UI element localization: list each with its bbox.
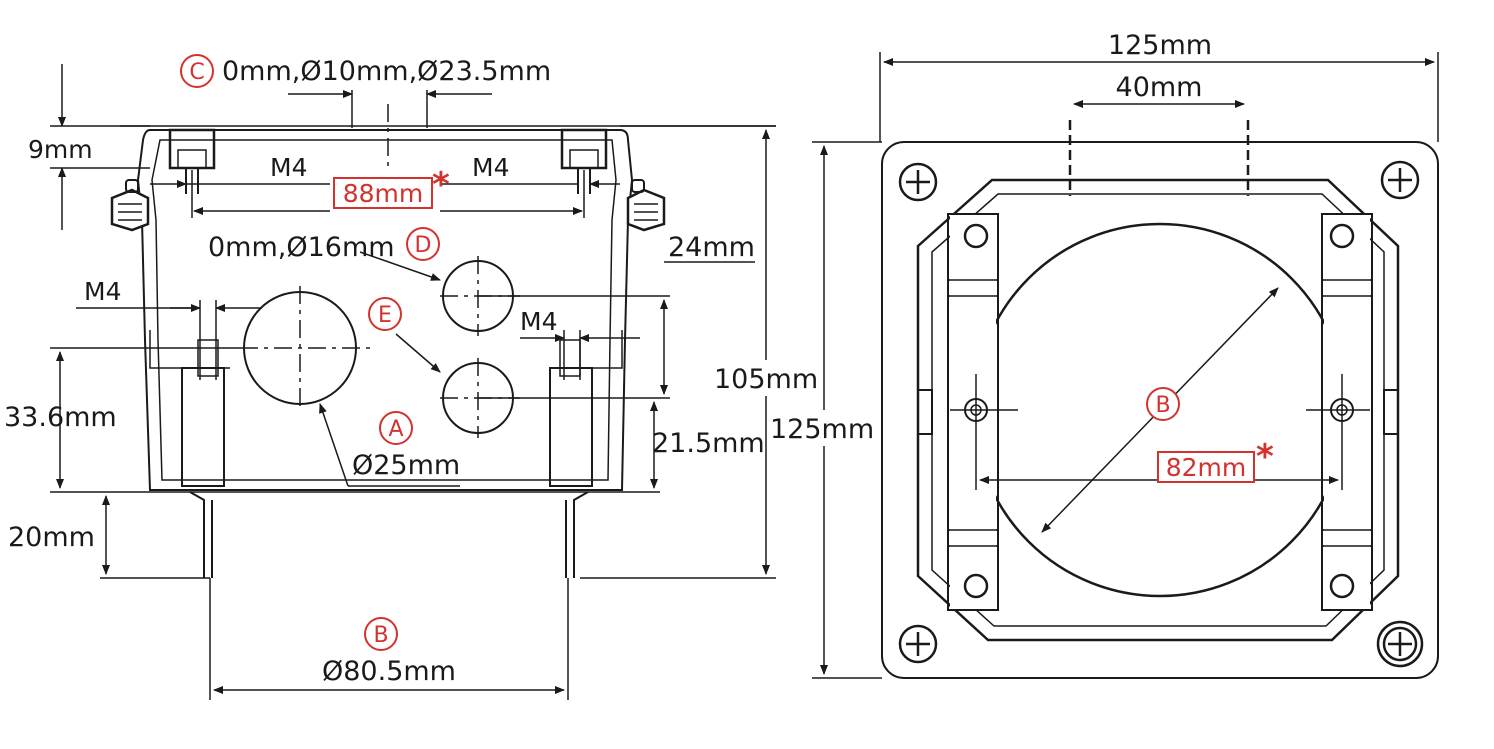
corner-screw-br	[1376, 620, 1424, 668]
top-boss-right	[560, 128, 608, 170]
callout-e-letter: E	[378, 303, 392, 328]
dim-20mm: 20mm	[8, 522, 95, 553]
dim-88mm: 88mm	[343, 179, 424, 208]
label-m4-side-left: M4	[84, 277, 121, 306]
dim-125mm-width: 125mm	[1108, 30, 1212, 61]
dim-21-5mm: 21.5mm	[652, 428, 765, 459]
spigot-left-wall	[189, 491, 213, 578]
clip-left	[110, 188, 150, 232]
dim-24mm: 24mm	[668, 232, 755, 263]
clip-right	[626, 188, 666, 232]
box-body-outline	[136, 129, 634, 491]
label-m4-top-right: M4	[472, 153, 509, 182]
rail-hole-tl	[963, 223, 989, 249]
callout-b-circle	[364, 617, 398, 651]
label-m4-side-right: M4	[520, 307, 557, 336]
star-88mm: *	[432, 165, 450, 205]
star-82mm: *	[1256, 437, 1274, 477]
box-body-inner	[151, 139, 617, 481]
dim-9mm: 9mm	[28, 135, 93, 164]
callout-d-text: 0mm,Ø16mm	[208, 232, 395, 263]
callout-b-top-letter: B	[1155, 393, 1170, 418]
spigot-right-wall	[565, 491, 589, 578]
dim-88mm-box	[333, 177, 433, 209]
top-view-labels: 125mm 40mm 125mm B 82mm *	[770, 30, 1274, 483]
side-view-labels: C 0mm,Ø10mm,Ø23.5mm 9mm M4 M4 88mm * 0mm…	[4, 54, 818, 687]
corner-screw-tl	[898, 162, 938, 202]
callout-c-text: 0mm,Ø10mm,Ø23.5mm	[222, 56, 551, 87]
dim-40mm: 40mm	[1116, 72, 1203, 103]
body-octagon-outer	[916, 178, 1400, 642]
rail-left-redraw	[947, 213, 999, 611]
rail-hole-br	[1329, 573, 1355, 599]
dim-25mm: Ø25mm	[352, 450, 460, 481]
callout-b-letter: B	[373, 623, 388, 648]
dim-33-6mm: 33.6mm	[4, 402, 117, 433]
dim-80-5mm: Ø80.5mm	[322, 656, 456, 687]
callout-c-circle	[180, 54, 214, 88]
top-view	[812, 52, 1439, 679]
callout-c-letter: C	[189, 60, 204, 85]
callout-a-letter: A	[388, 417, 403, 442]
dim-105mm: 105mm	[714, 364, 818, 395]
rail-hole-bl	[963, 573, 989, 599]
rail-hole-tr	[1329, 223, 1355, 249]
mount-post-left	[181, 367, 225, 487]
flange-outline	[881, 141, 1439, 679]
mount-post-right	[549, 367, 593, 487]
callout-d-circle	[406, 227, 440, 261]
dim-125mm-height: 125mm	[770, 414, 874, 445]
side-view	[50, 64, 776, 700]
dim-82mm: 82mm	[1166, 453, 1247, 482]
rail-right-redraw	[1321, 213, 1373, 611]
dim-82mm-box	[1157, 451, 1255, 483]
top-boss-left	[168, 128, 216, 170]
corner-screw-bl	[898, 624, 938, 664]
label-m4-top-left: M4	[270, 153, 307, 182]
callout-a-circle	[379, 411, 413, 445]
callout-b-top-circle	[1146, 387, 1180, 421]
callout-e-circle	[368, 297, 402, 331]
callout-d-letter: D	[415, 233, 432, 258]
corner-screw-tr	[1380, 160, 1420, 200]
